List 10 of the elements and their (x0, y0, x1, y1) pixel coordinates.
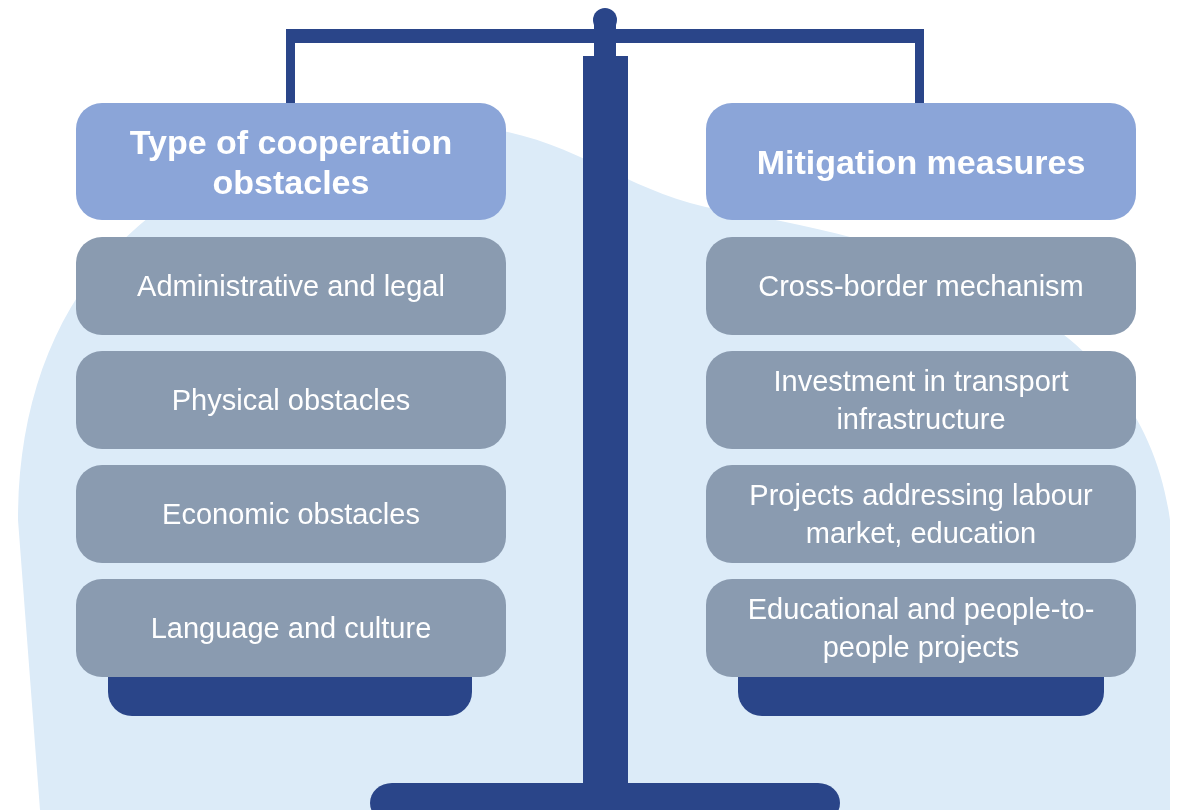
category-box: Projects addressing labour market, education (706, 465, 1136, 563)
category-box: Administrative and legal (76, 237, 506, 335)
category-box: Physical obstacles (76, 351, 506, 449)
category-box: Economic obstacles (76, 465, 506, 563)
column-header: Mitigation measures (706, 103, 1136, 220)
column-header: Type of cooperation obstacles (76, 103, 506, 220)
category-box: Language and culture (76, 579, 506, 677)
category-box: Educational and people-to-people projects (706, 579, 1136, 677)
category-box: Investment in transport infrastructure (706, 351, 1136, 449)
category-box: Cross-border mechanism (706, 237, 1136, 335)
